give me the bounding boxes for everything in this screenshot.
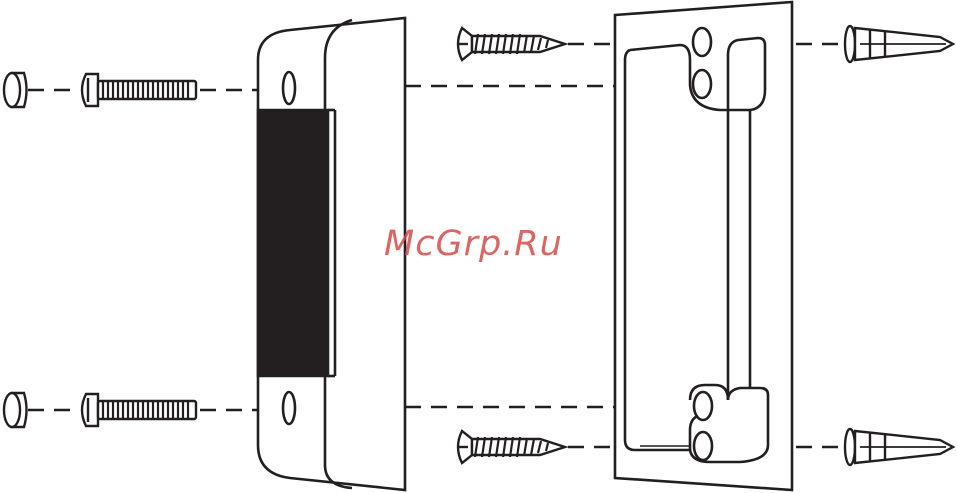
wood-screw-icon-top xyxy=(458,28,565,60)
wood-screw-icon-bottom xyxy=(458,431,565,463)
housing-hole-bottom xyxy=(283,392,295,424)
machine-screw-icon-bottom xyxy=(82,394,196,426)
wall-anchor-icon-top xyxy=(845,26,953,62)
housing-hole-top xyxy=(283,72,295,104)
watermark-text: McGrp.Ru xyxy=(384,224,563,264)
magnet-block xyxy=(258,110,328,376)
plate-hole-top-1 xyxy=(693,28,711,56)
mounting-plate xyxy=(615,2,792,490)
cap-icon-top xyxy=(4,73,27,107)
machine-screw-icon-top xyxy=(82,74,196,106)
plate-hole-bottom-2 xyxy=(694,432,712,460)
magnet-housing xyxy=(258,18,405,490)
plate-hole-bottom-1 xyxy=(694,392,712,420)
wall-anchor-icon-bottom xyxy=(845,429,953,465)
plate-hole-top-2 xyxy=(693,70,711,98)
cap-icon-bottom xyxy=(4,393,27,427)
